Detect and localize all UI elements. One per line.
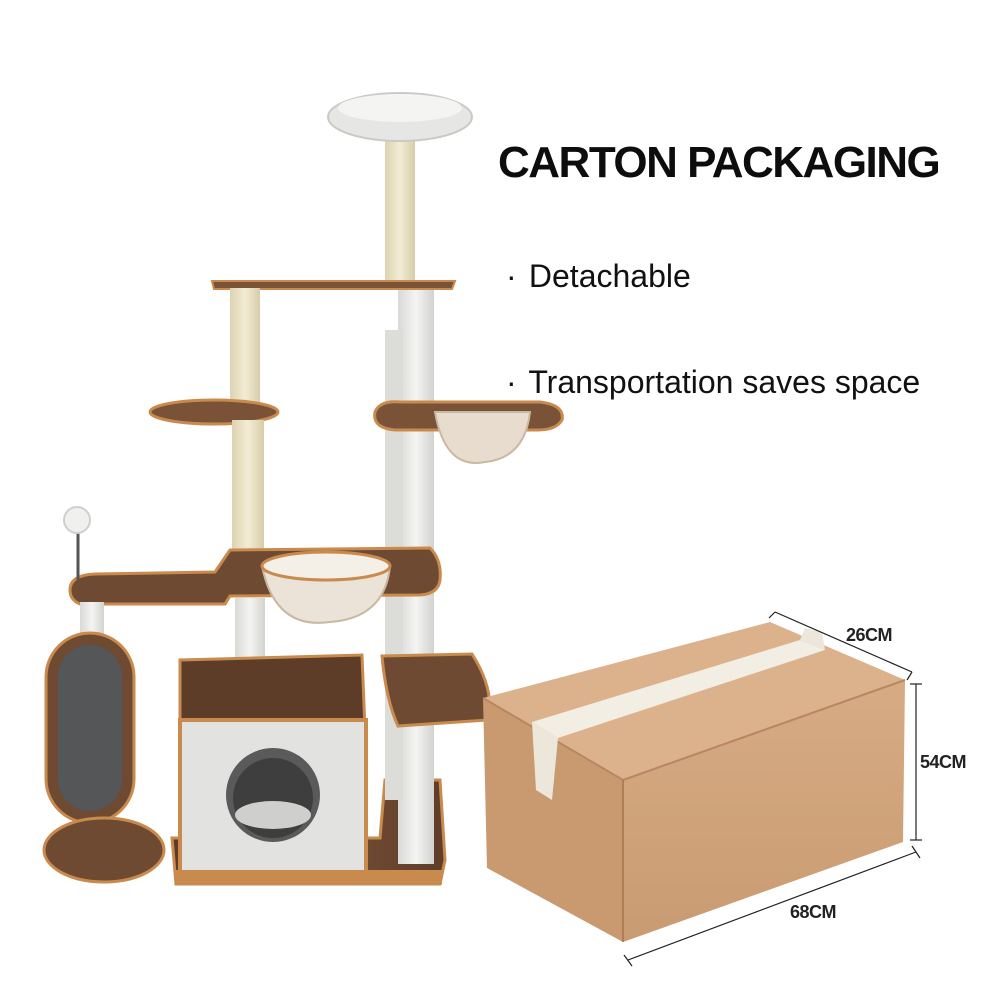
carton-width-label: 68CM	[790, 902, 837, 922]
scratch-base	[42, 816, 166, 884]
feature-item-transportation: · Transportation saves space	[506, 364, 920, 401]
bullet-icon: ·	[506, 364, 517, 400]
right-lower-platform	[380, 652, 492, 728]
carton-depth-label: 26CM	[846, 625, 893, 645]
condo-box	[178, 653, 368, 874]
sisal-post-left-upper	[230, 288, 260, 410]
feature-item-detachable: · Detachable	[506, 258, 691, 295]
carton-box	[482, 611, 922, 967]
carton-front	[483, 698, 623, 942]
feature-label: Detachable	[528, 258, 691, 294]
carton-side	[623, 680, 905, 942]
sisal-post-top	[385, 130, 415, 280]
carton-height-label: 54CM	[920, 752, 967, 772]
page-title: CARTON PACKAGING	[498, 138, 941, 187]
carton-tape	[532, 640, 825, 738]
bullet-icon: ·	[506, 258, 517, 294]
plush-post-middle	[235, 598, 265, 658]
sisal-post-left-lower	[232, 420, 264, 552]
carton-top	[483, 622, 905, 780]
middle-hammock	[260, 565, 392, 624]
cat-tree	[42, 92, 564, 886]
toy-ball	[63, 506, 91, 534]
feature-label: Transportation saves space	[528, 364, 921, 400]
right-hammock	[433, 411, 532, 464]
left-round-platform	[148, 398, 280, 426]
dimension-lines	[623, 611, 922, 967]
upper-platform	[210, 280, 457, 290]
